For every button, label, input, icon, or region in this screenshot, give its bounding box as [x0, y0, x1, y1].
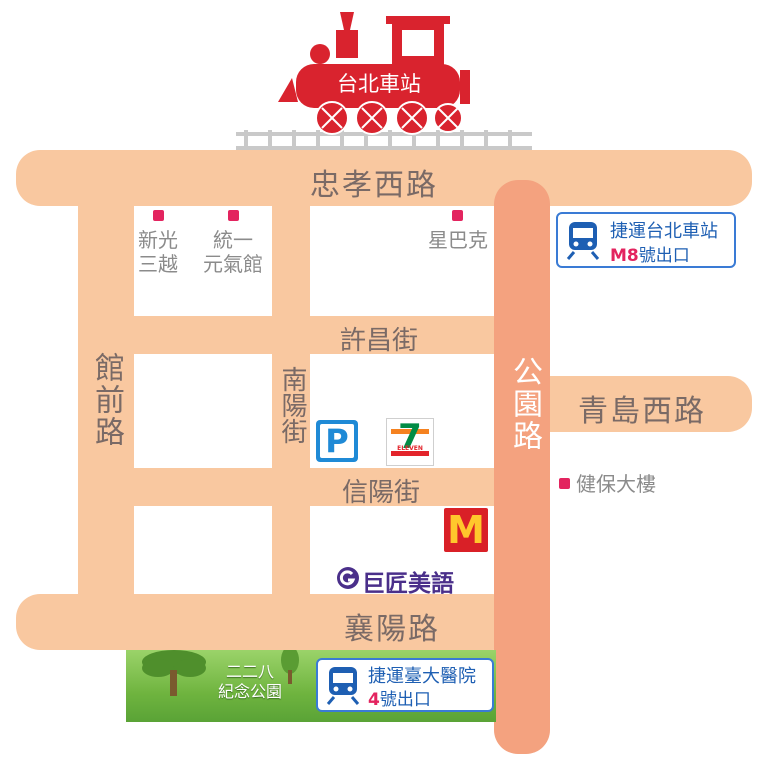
road-label-right-vertical: 公園路 [507, 356, 542, 452]
health-insurance-marker-icon [559, 478, 570, 489]
poi-school: 巨匠美語 [362, 571, 454, 597]
mrt-north-exit-code: M8 [610, 246, 639, 266]
mrt-south-box: 捷運臺大醫院 4號出口 [316, 658, 494, 712]
poi-health-insurance: 健保大樓 [576, 472, 656, 496]
poi-shinkong: 新光 三越 [128, 228, 188, 276]
mrt-south-exit: 4號出口 [368, 685, 431, 710]
tongyi-marker-icon [228, 210, 239, 221]
road-inner-vertical [272, 190, 310, 610]
school-logo-icon [336, 566, 360, 590]
mrt-train-icon [564, 220, 602, 260]
poi-tongyi: 統一 元氣館 [196, 228, 270, 276]
road-label-inner-vertical: 南陽街 [277, 366, 307, 444]
mrt-train-icon [324, 665, 362, 705]
road-right-branch [520, 376, 752, 432]
road-right-vertical [494, 180, 550, 754]
train-station-icon [232, 8, 538, 150]
station-label: 台北車站 [337, 72, 421, 96]
road-upper-street [120, 316, 510, 354]
starbucks-marker-icon [452, 210, 463, 221]
road-label-lower-street: 信陽街 [342, 478, 421, 508]
mrt-north-exit: M8號出口 [610, 241, 690, 266]
poi-tongyi-line1: 統一 [213, 228, 253, 252]
block-nw [134, 206, 272, 316]
block-sw [134, 506, 272, 594]
mrt-north-name: 捷運台北車站 [610, 221, 718, 242]
road-label-top: 忠孝西路 [310, 168, 438, 203]
road-top [16, 150, 752, 206]
poi-shinkong-line2: 三越 [138, 252, 178, 276]
poi-tongyi-line2: 元氣館 [203, 252, 263, 276]
mcdonalds-icon: M [444, 508, 488, 552]
park-label-line2: 紀念公園 [217, 682, 282, 701]
road-lower-street [120, 468, 510, 506]
road-label-bottom: 襄陽路 [344, 612, 440, 647]
park-label-line1: 二二八 [225, 662, 274, 681]
shinkong-marker-icon [153, 210, 164, 221]
park-label: 二二八 紀念公園 [200, 662, 300, 702]
road-left-vertical [78, 190, 134, 610]
mrt-south-exit-code: 4 [368, 690, 380, 710]
road-label-left-vertical: 館前路 [89, 352, 124, 448]
poi-starbucks: 星巴克 [428, 228, 488, 252]
parking-icon: P [316, 420, 358, 462]
mrt-north-box: 捷運台北車站 M8號出口 [556, 212, 736, 268]
mrt-north-exit-suffix: 號出口 [638, 246, 690, 266]
poi-shinkong-line1: 新光 [138, 228, 178, 252]
mrt-south-exit-suffix: 號出口 [379, 690, 431, 710]
block-mw [134, 354, 272, 468]
seven-eleven-icon: 7 ELEVEN [386, 417, 434, 466]
block-ne [310, 206, 494, 316]
road-label-upper-street: 許昌街 [340, 326, 419, 356]
road-label-right-branch: 青島西路 [578, 394, 706, 429]
mrt-south-name: 捷運臺大醫院 [368, 666, 476, 687]
